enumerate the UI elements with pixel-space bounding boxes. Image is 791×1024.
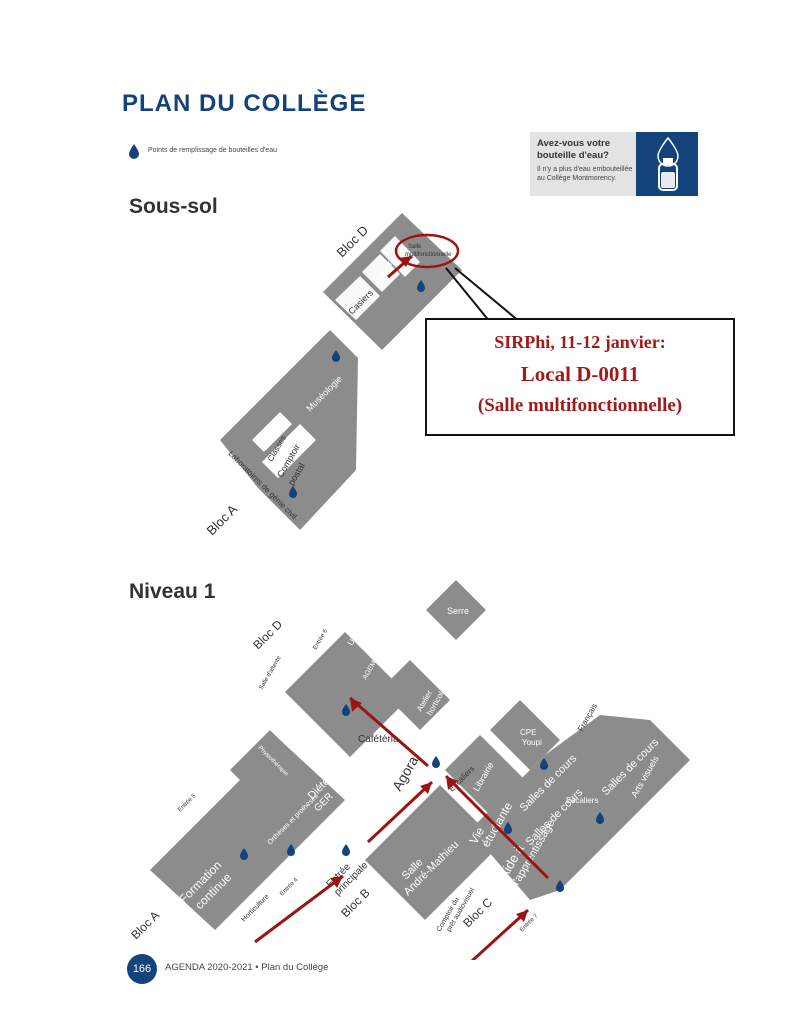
serre-building — [426, 580, 486, 640]
escaliers-c-label: Escaliers — [566, 796, 598, 805]
infobox-title: Avez-vous votre bouteille d'eau? — [537, 138, 611, 161]
cpe-label-1: CPE — [520, 728, 536, 737]
water-drop-icon — [129, 144, 139, 159]
page-title: PLAN DU COLLÈGE — [122, 90, 367, 117]
sirphi-location-callout: SIRPhi, 11-12 janvier: Local D-0011 (Sal… — [425, 318, 735, 436]
water-drop-icon — [417, 280, 425, 292]
route-arrows — [254, 696, 550, 960]
cpe-building — [490, 700, 560, 770]
uqam-label: UQAM — [346, 621, 366, 647]
water-drop-icon — [332, 350, 340, 362]
water-drop-icons-level1 — [240, 704, 604, 892]
atelier-horticole-building — [380, 660, 450, 730]
callout-pointer — [454, 267, 521, 323]
atelier-room — [362, 254, 400, 292]
entree-6-label: Entrée 6 — [313, 628, 330, 651]
bloc-a-basement-building — [220, 330, 358, 530]
bloc-a-label: Bloc A — [204, 501, 241, 538]
footer-text: AGENDA 2020-2021 • Plan du Collège — [165, 962, 329, 973]
bloc-a-level1-building — [150, 740, 345, 930]
bloc-b-building — [365, 785, 500, 920]
bloc-d-level1-building — [285, 632, 410, 757]
entree-4-label: Entrée 4 — [279, 877, 300, 898]
water-drop-icon — [289, 486, 297, 498]
sous-sol-map: Salle multifonctionnelle Bloc D Atelier … — [204, 213, 521, 538]
callout-room-name: (Salle multifonctionnelle) — [477, 395, 683, 416]
bloc-a-l1-label: Bloc A — [128, 908, 162, 942]
agora-label: Agora — [389, 753, 422, 794]
salle-multifonctionnelle-highlight — [394, 233, 460, 269]
page-number-badge: 166 — [127, 954, 157, 984]
classes-room — [252, 412, 292, 452]
legend-label: Points de remplissage de bouteilles d'ea… — [148, 147, 277, 154]
studios-label: Studios — [634, 815, 655, 843]
salle-attente-label: Salle d'attente — [259, 655, 283, 691]
casiers-room — [335, 276, 380, 320]
comptoir-postal-room — [262, 424, 316, 478]
salle-label-2: multifonctionnelle — [405, 252, 452, 258]
callout-event: SIRPhi, 11-12 janvier: — [494, 332, 666, 352]
water-bottle-icon — [657, 136, 679, 191]
salon-label: Salon du personnel — [353, 761, 394, 802]
cafeteria-label: Cafétéria — [358, 734, 399, 745]
bloc-d-l1-label: Bloc D — [250, 617, 285, 652]
salle-label-1: Salle — [408, 244, 422, 250]
callout-room: Local D-0011 — [520, 362, 640, 386]
niveau-1-map: Serre Atelier horticole Bloc D Entrée 6 … — [128, 580, 690, 960]
entree-5-label: Entrée 5 — [177, 793, 198, 814]
cpe-label-2: Youpi — [522, 738, 542, 747]
niveau-1-title: Niveau 1 — [129, 580, 216, 603]
sous-sol-title: Sous-sol — [129, 195, 218, 218]
serre-label: Serre — [447, 606, 469, 616]
infobox-text: Il n'y a plus d'eau embouteillée au Coll… — [537, 166, 633, 182]
